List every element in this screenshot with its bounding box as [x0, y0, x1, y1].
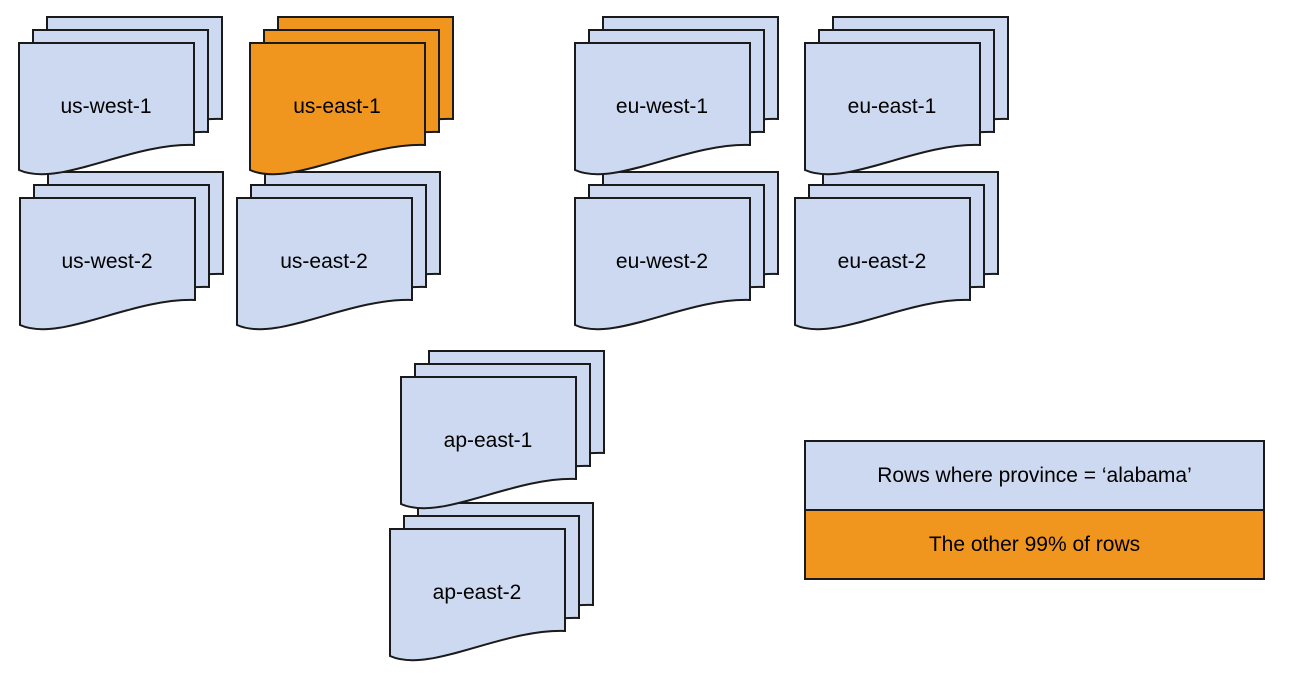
stack-label: eu-west-1 — [616, 95, 708, 118]
stack-label: ap-east-2 — [433, 581, 522, 604]
stack-label: us-west-2 — [61, 250, 152, 273]
legend-item-other-rows: The other 99% of rows — [806, 511, 1263, 578]
doc-stack-eu-east-2: eu-east-2 — [795, 172, 1001, 334]
stack-label: ap-east-1 — [444, 429, 533, 452]
stack-label: eu-east-1 — [848, 95, 937, 118]
doc-stack-us-west-2: us-west-2 — [20, 172, 226, 334]
doc-stack-ap-east-1: ap-east-1 — [401, 351, 607, 513]
stack-label: us-west-1 — [60, 95, 151, 118]
stack-label: us-east-2 — [280, 250, 368, 273]
doc-stack-ap-east-2: ap-east-2 — [390, 503, 596, 665]
doc-stack-us-east-2: us-east-2 — [237, 172, 443, 334]
legend-item-label: The other 99% of rows — [928, 532, 1141, 556]
stack-label: us-east-1 — [293, 95, 381, 118]
legend: Rows where province = ‘alabama’ The othe… — [804, 440, 1265, 580]
doc-stack-us-east-1: us-east-1 — [250, 17, 456, 179]
doc-stack-us-west-1: us-west-1 — [19, 17, 225, 179]
doc-stack-eu-east-1: eu-east-1 — [805, 17, 1011, 179]
doc-stack-eu-west-2: eu-west-2 — [575, 172, 781, 334]
doc-stack-eu-west-1: eu-west-1 — [575, 17, 781, 179]
stack-label: eu-east-2 — [838, 250, 927, 273]
stack-label: eu-west-2 — [616, 250, 708, 273]
legend-item-label: Rows where province = ‘alabama’ — [877, 463, 1192, 487]
legend-item-alabama-rows: Rows where province = ‘alabama’ — [806, 442, 1263, 511]
